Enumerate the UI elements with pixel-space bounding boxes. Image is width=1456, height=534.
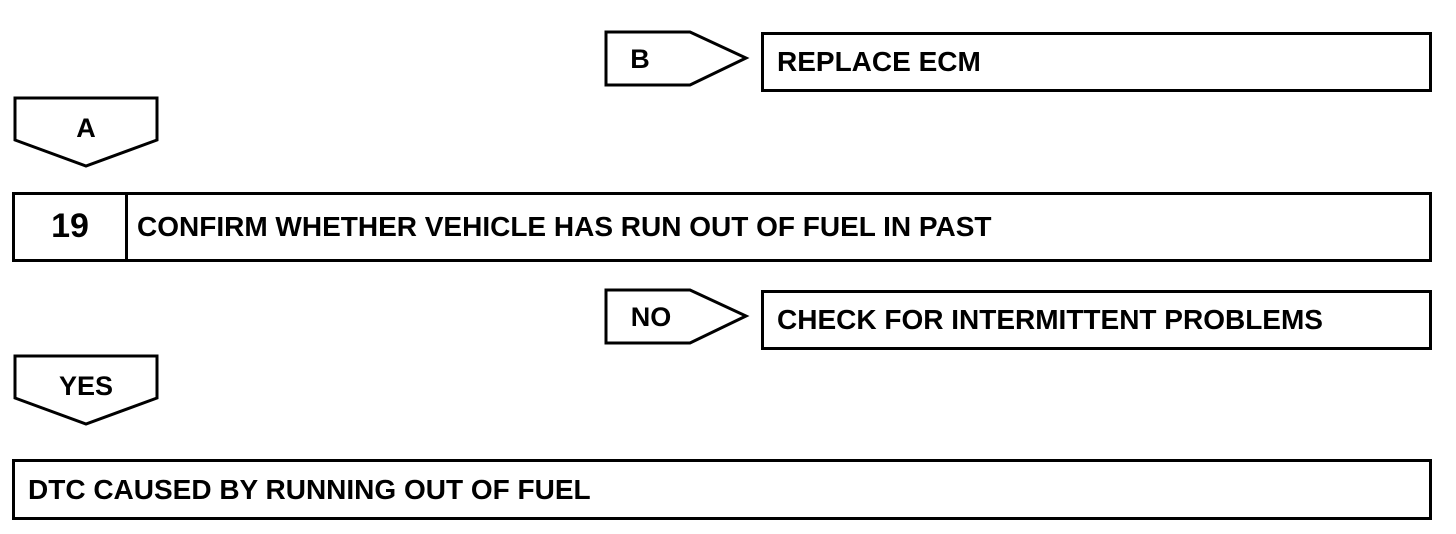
step-text: CONFIRM WHETHER VEHICLE HAS RUN OUT OF F… xyxy=(137,211,992,242)
branch-yes-down-arrow: YES xyxy=(13,354,159,426)
step-number-cell: 19 xyxy=(15,195,128,259)
branch-yes-tag-label: YES xyxy=(59,371,113,401)
branch-no-result-box: CHECK FOR INTERMITTENT PROBLEMS xyxy=(761,290,1432,350)
step-number: 19 xyxy=(51,207,89,245)
branch-b-result-box: REPLACE ECM xyxy=(761,32,1432,92)
branch-b-result-text: REPLACE ECM xyxy=(777,46,981,77)
final-result-box: DTC CAUSED BY RUNNING OUT OF FUEL xyxy=(12,459,1432,520)
branch-b-tag-label: B xyxy=(630,44,650,74)
step-box: 19 CONFIRM WHETHER VEHICLE HAS RUN OUT O… xyxy=(12,192,1432,262)
final-result-text: DTC CAUSED BY RUNNING OUT OF FUEL xyxy=(28,474,591,505)
branch-no-result-text: CHECK FOR INTERMITTENT PROBLEMS xyxy=(777,304,1323,335)
entry-a-tag-label: A xyxy=(76,113,96,143)
branch-no-tag-label: NO xyxy=(631,302,672,332)
entry-a-down-arrow: A xyxy=(13,96,159,168)
branch-no-arrow-tag: NO xyxy=(604,288,750,345)
branch-b-arrow-tag: B xyxy=(604,30,750,87)
